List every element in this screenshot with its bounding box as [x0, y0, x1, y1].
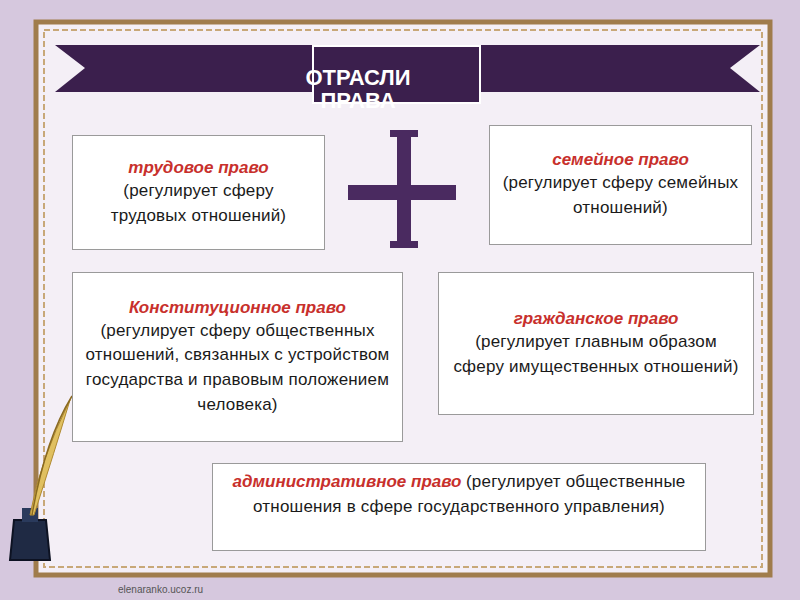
cross-foot [390, 241, 418, 248]
branch-description: (регулирует сферу семейных отношений) [500, 171, 741, 220]
cross-horizontal [348, 185, 456, 200]
cross-cap [390, 130, 418, 137]
spacer [462, 473, 466, 490]
branch-box: административное право (регулирует общес… [212, 463, 706, 551]
watermark: elenaranko.ucoz.ru [118, 584, 203, 595]
branch-box: семейное право(регулирует сферу семейных… [489, 125, 752, 245]
branch-description: (регулирует сферу трудовых отношений) [83, 179, 314, 228]
frame [36, 22, 770, 575]
branch-name: административное право [232, 472, 461, 491]
branch-name: Конституционное право [83, 297, 392, 319]
title: ОТРАСЛИ ПРАВА [283, 66, 433, 112]
branch-name: гражданское право [449, 308, 743, 330]
branch-description: (регулирует главным образом сферу имущес… [449, 330, 743, 379]
branch-name: трудовое право [83, 157, 314, 179]
panel [36, 22, 770, 575]
ink-bottle [10, 520, 50, 560]
branch-box: трудовое право(регулирует сферу трудовых… [72, 135, 325, 250]
branch-name: семейное право [500, 149, 741, 171]
branch-description: (регулирует сферу общественных отношений… [83, 319, 392, 418]
branch-box: Конституционное право(регулирует сферу о… [72, 272, 403, 442]
quill-shaft [32, 396, 72, 515]
frame-inner [44, 30, 762, 567]
branch-box: гражданское право(регулирует главным обр… [438, 272, 754, 415]
